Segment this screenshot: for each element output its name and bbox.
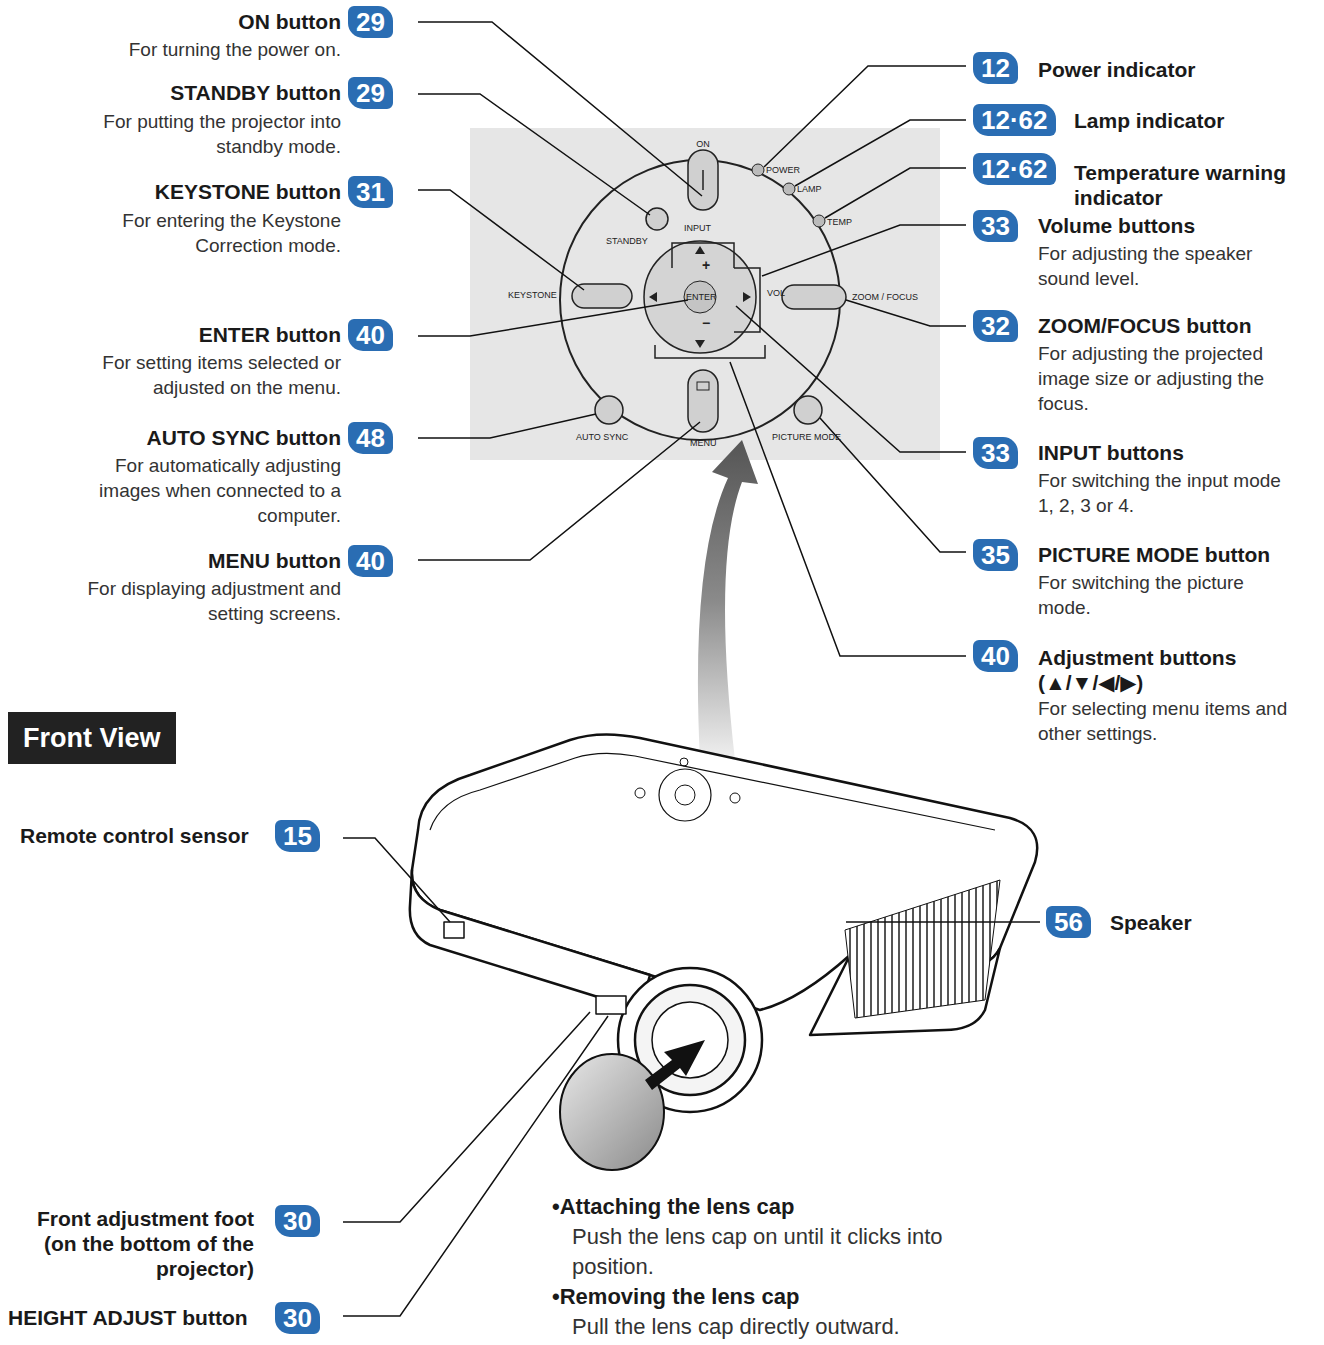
section-band: Front View [8, 712, 176, 764]
part-description: For automatically adjusting images when … [80, 453, 341, 528]
part-name: ON button [60, 9, 341, 34]
note-text: Pull the lens cap directly outward. [572, 1312, 972, 1342]
part-name: ZOOM/FOCUS button [1038, 313, 1318, 338]
part-name: MENU button [60, 548, 341, 573]
callout-number: 32 [973, 310, 1018, 342]
callout-number: 56 [1046, 906, 1091, 938]
leader-lines [343, 22, 1040, 1316]
control-panel [470, 128, 940, 460]
panel-label: − [702, 316, 710, 330]
projector [410, 734, 1037, 1112]
part-name: Speaker [1110, 910, 1260, 935]
callout-number: 12·62 [973, 153, 1056, 185]
callout-number: 29 [348, 6, 393, 38]
part-name: KEYSTONE button [60, 179, 341, 204]
panel-label: PICTURE MODE [772, 432, 841, 443]
callout-number: 40 [348, 545, 393, 577]
part-description: For entering the Keystone Correction mod… [60, 208, 341, 258]
panel-label: LAMP [797, 184, 822, 195]
callout-number: 31 [348, 176, 393, 208]
panel-label: + [702, 258, 710, 272]
panel-label: POWER [766, 165, 800, 176]
note-text: Push the lens cap on until it clicks int… [572, 1222, 972, 1282]
callout-number: 33 [973, 437, 1018, 469]
part-description: For putting the projector into standby m… [60, 109, 341, 159]
panel-label: ENTER [686, 292, 714, 303]
part-name: Volume buttons [1038, 213, 1308, 238]
part-name: STANDBY button [60, 80, 341, 105]
note-heading: •Removing the lens cap [552, 1283, 972, 1311]
lens-cap [560, 1040, 705, 1170]
part-name: Adjustment buttons (▲/▼/◀/▶) [1038, 645, 1253, 695]
part-description: For selecting menu items and other setti… [1038, 696, 1320, 746]
callout-number: 12·62 [973, 104, 1056, 136]
part-name: Remote control sensor [20, 823, 270, 848]
part-name: PICTURE MODE button [1038, 542, 1318, 567]
callout-number: 48 [348, 422, 393, 454]
panel-label: TEMP [827, 217, 852, 228]
panel-label: ON [689, 139, 717, 150]
part-name: Power indicator [1038, 57, 1308, 82]
part-name: INPUT buttons [1038, 440, 1308, 465]
part-name: Front adjustment foot (on the bottom of … [10, 1206, 254, 1281]
part-description: For adjusting the speaker sound level. [1038, 241, 1308, 291]
part-name: Lamp indicator [1074, 108, 1314, 133]
part-description: For setting items selected or adjusted o… [60, 350, 341, 400]
callout-number: 29 [348, 77, 393, 109]
part-name: ENTER button [60, 322, 341, 347]
view-arrow [698, 440, 758, 760]
part-description: For turning the power on. [60, 37, 341, 62]
panel-label: KEYSTONE [508, 290, 557, 301]
part-name: HEIGHT ADJUST button [8, 1305, 270, 1330]
callout-number: 15 [275, 820, 320, 852]
panel-label: INPUT [684, 223, 711, 234]
part-name: Temperature warning indicator [1074, 160, 1314, 210]
panel-label: MENU [690, 438, 717, 449]
panel-label: ZOOM / FOCUS [852, 292, 918, 303]
callout-number: 30 [275, 1302, 320, 1334]
section-title: Front View [23, 721, 176, 755]
part-description: For adjusting the projected image size o… [1038, 341, 1308, 416]
callout-number: 12 [973, 52, 1018, 84]
callout-number: 40 [348, 319, 393, 351]
callout-number: 40 [973, 640, 1018, 672]
note-heading: •Attaching the lens cap [552, 1193, 972, 1221]
callout-number: 33 [973, 210, 1018, 242]
panel-label: VOL [767, 288, 785, 299]
part-description: For switching the input mode 1, 2, 3 or … [1038, 468, 1288, 518]
callout-number: 30 [275, 1205, 320, 1237]
part-description: For switching the picture mode. [1038, 570, 1288, 620]
part-description: For displaying adjustment and setting sc… [60, 576, 341, 626]
panel-label: AUTO SYNC [576, 432, 628, 443]
callout-number: 35 [973, 539, 1018, 571]
part-name: AUTO SYNC button [60, 425, 341, 450]
panel-label: STANDBY [606, 236, 648, 247]
